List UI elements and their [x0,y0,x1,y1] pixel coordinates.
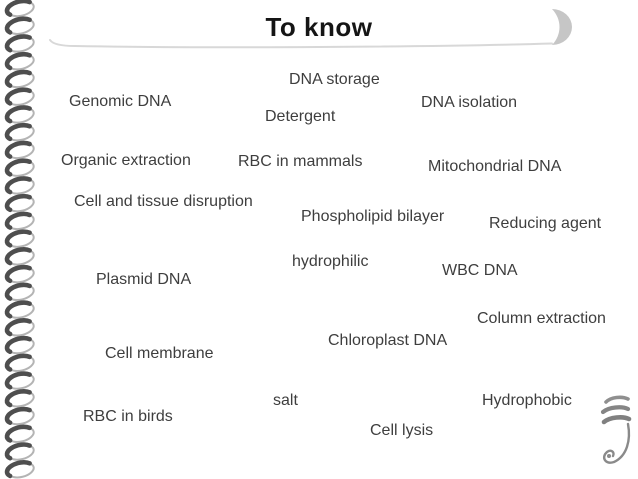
term-salt: salt [273,392,298,409]
term-wbc-dna: WBC DNA [442,262,518,279]
term-rbc-in-mammals: RBC in mammals [238,153,363,170]
term-dna-storage: DNA storage [289,71,380,88]
term-cell-lysis: Cell lysis [370,422,434,439]
term-column-extraction: Column extraction [477,310,606,327]
term-cell-and-tissue-disruption: Cell and tissue disruption [74,193,253,210]
term-dna-isolation: DNA isolation [421,94,518,111]
term-detergent: Detergent [265,108,336,125]
spiral-binding-icon [4,0,35,479]
term-plasmid-dna: Plasmid DNA [96,271,192,288]
term-chloroplast-dna: Chloroplast DNA [328,332,448,349]
term-mitochondrial-dna: Mitochondrial DNA [428,158,562,175]
term-phospholipid-bilayer: Phospholipid bilayer [301,208,445,225]
term-genomic-dna: Genomic DNA [69,93,172,110]
term-rbc-in-birds: RBC in birds [83,408,173,425]
underline-line [49,39,553,49]
corner-flourish-icon [600,395,632,464]
term-reducing-agent: Reducing agent [489,215,602,232]
term-hydrophobic: Hydrophobic [482,392,572,409]
term-hydrophilic: hydrophilic [292,253,369,270]
term-cell-membrane: Cell membrane [105,345,214,362]
crescent-swoosh-icon [552,9,572,45]
term-organic-extraction: Organic extraction [61,152,191,169]
title-underline-swoosh-icon [49,9,572,49]
slide-title: To know [265,12,373,42]
